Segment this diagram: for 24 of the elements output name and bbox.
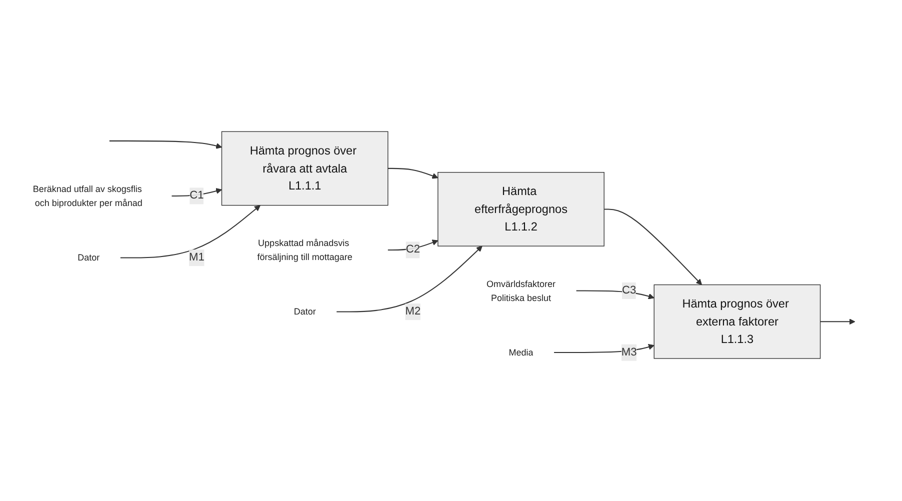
arrow	[820, 318, 856, 326]
arrow	[604, 209, 702, 286]
node-box: Hämta efterfrågeprognos L1.1.2	[438, 172, 604, 247]
node-text: Media	[508, 348, 534, 358]
arrow	[120, 205, 260, 259]
node-box: Hämta prognos över råvara att avtala L1.1.1	[221, 132, 388, 206]
node-text: Beräknad utfall av skogsflis och biprodukter per månad	[32, 184, 142, 208]
node-text: Dator	[78, 252, 100, 264]
node-text: Omvärldsfaktorer Politiska beslut	[486, 279, 556, 303]
node-text: Uppskattad månadsvis försäljning till mottagare	[257, 238, 352, 262]
arrow	[172, 188, 222, 197]
edge-label: M2	[405, 306, 421, 318]
edge-label: C2	[406, 244, 420, 256]
edge-label: C3	[622, 284, 636, 297]
arrow	[388, 168, 438, 180]
edge-label: M3	[621, 346, 637, 358]
node-box: Hämta prognos över externa faktorer L1.1.3	[654, 284, 821, 360]
arrow	[388, 240, 438, 251]
arrow	[336, 246, 482, 313]
node-text: Dator	[294, 306, 316, 318]
edge-label: C1	[190, 190, 204, 202]
arrow	[109, 140, 222, 150]
edge-label: M1	[189, 252, 204, 264]
arrow	[554, 344, 654, 354]
